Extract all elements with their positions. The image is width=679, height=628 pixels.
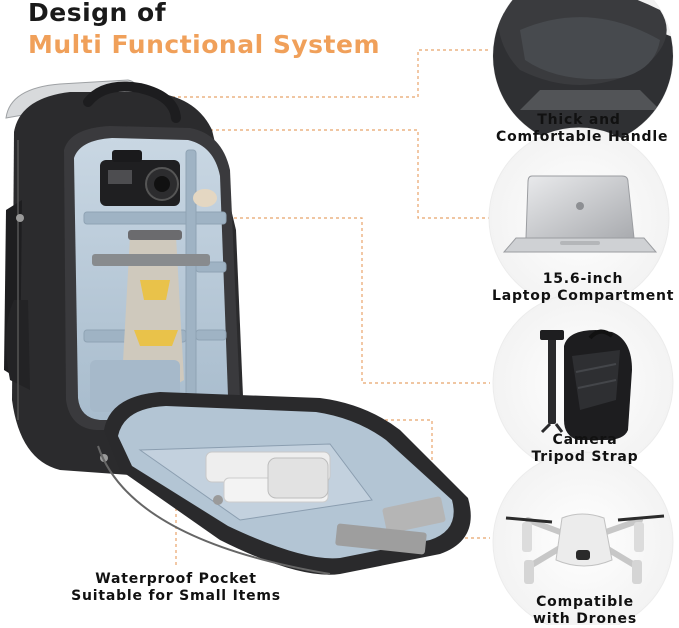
- feature-drone-line-2: with Drones: [532, 611, 637, 627]
- handle-closeup-icon: [492, 0, 674, 147]
- title-line-1: Design of: [28, 0, 167, 27]
- camera-backpack: [4, 79, 244, 480]
- feature-caption-tripod: Camera Tripod Strap: [510, 432, 660, 466]
- feature-tripod-line-1: Camera: [552, 432, 618, 448]
- hardshell-backpack-tripod-icon: [492, 292, 674, 474]
- leader-line-tripod: [30, 217, 490, 384]
- pocket-caption: Waterproof Pocket Suitable for Small Ite…: [60, 571, 292, 605]
- laptop-icon: [488, 127, 670, 309]
- feature-handle-line-1: Thick and: [537, 112, 621, 128]
- feature-caption-drone: Compatible with Drones: [510, 594, 660, 628]
- feature-laptop-line-2: Laptop Compartment: [492, 288, 675, 304]
- folded-drone: [122, 230, 184, 400]
- leader-line-handle: [118, 49, 490, 98]
- front-flap: [97, 392, 471, 575]
- pocket-caption-line-1: Waterproof Pocket: [95, 571, 257, 587]
- title-line-2: Multi Functional System: [28, 30, 380, 59]
- feature-tripod-line-2: Tripod Strap: [531, 449, 639, 465]
- camera: [100, 150, 180, 206]
- drone-icon: [492, 451, 674, 625]
- feature-drone-line-1: Compatible: [536, 594, 634, 610]
- pocket-caption-line-2: Suitable for Small Items: [71, 588, 281, 604]
- feature-caption-laptop: 15.6-inch Laptop Compartment: [492, 271, 674, 305]
- leader-line-laptop: [30, 129, 490, 219]
- feature-caption-handle: Thick and Comfortable Handle: [496, 112, 669, 146]
- feature-laptop-line-1: 15.6-inch: [542, 271, 624, 287]
- feature-handle-line-2: Comfortable Handle: [496, 129, 669, 145]
